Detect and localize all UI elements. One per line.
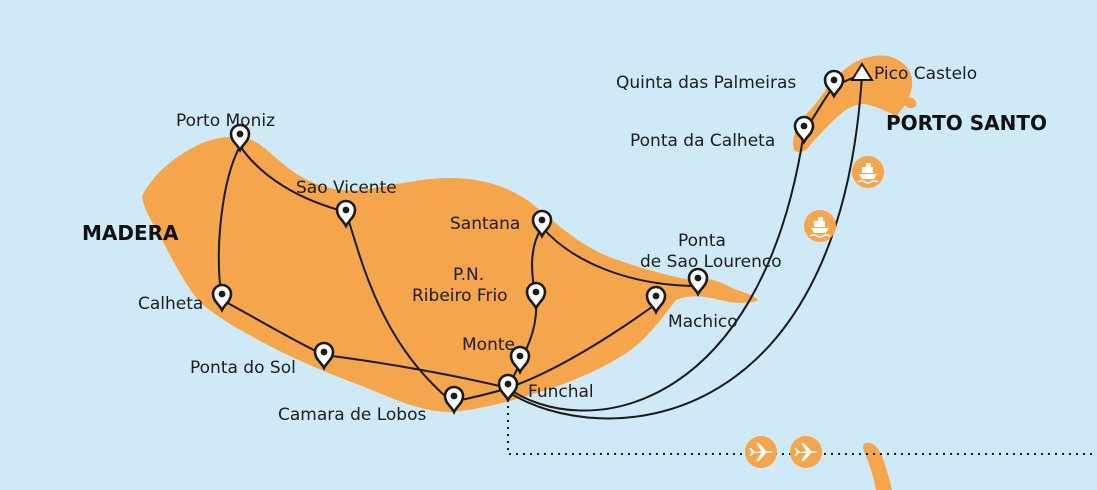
porto-santo-island [793,55,913,153]
label-camara-de-lobos: Camara de Lobos [278,405,426,425]
label-sao-lourenco-line1: Ponta [678,231,726,251]
label-ponta-da-calheta: Ponta da Calheta [630,131,775,151]
ferry-icon [803,209,837,243]
ferry-icon [851,155,885,189]
label-pico-castelo: Pico Castelo [874,64,977,84]
label-porto-moniz: Porto Moniz [176,111,275,131]
region-label-porto-santo: PORTO SANTO [886,111,1047,135]
plane-icon [790,436,822,468]
label-calheta: Calheta [138,294,203,314]
label-quinta-das-palmeiras: Quinta das Palmeiras [616,73,796,93]
sao-lourenco-peninsula [690,278,758,303]
label-ponta-do-sol: Ponta do Sol [190,358,296,378]
plane-icon [745,436,777,468]
label-funchal: Funchal [528,382,594,402]
label-sao-vicente: Sao Vicente [296,178,397,198]
porto-santo-islet [904,97,917,109]
label-sao-lourenco-line2: de Sao Lourenco [640,252,782,272]
peak-triangle-icon[interactable] [850,62,874,81]
label-santana: Santana [450,214,520,234]
label-monte: Monte [462,335,515,355]
label-ribeiro-frio-line2: Ribeiro Frio [412,286,508,306]
label-machico: Machico [668,312,738,332]
label-ribeiro-frio-line1: P.N. [453,265,484,285]
desertas-islet [863,442,892,490]
region-label-madeira: MADERA [82,221,179,245]
